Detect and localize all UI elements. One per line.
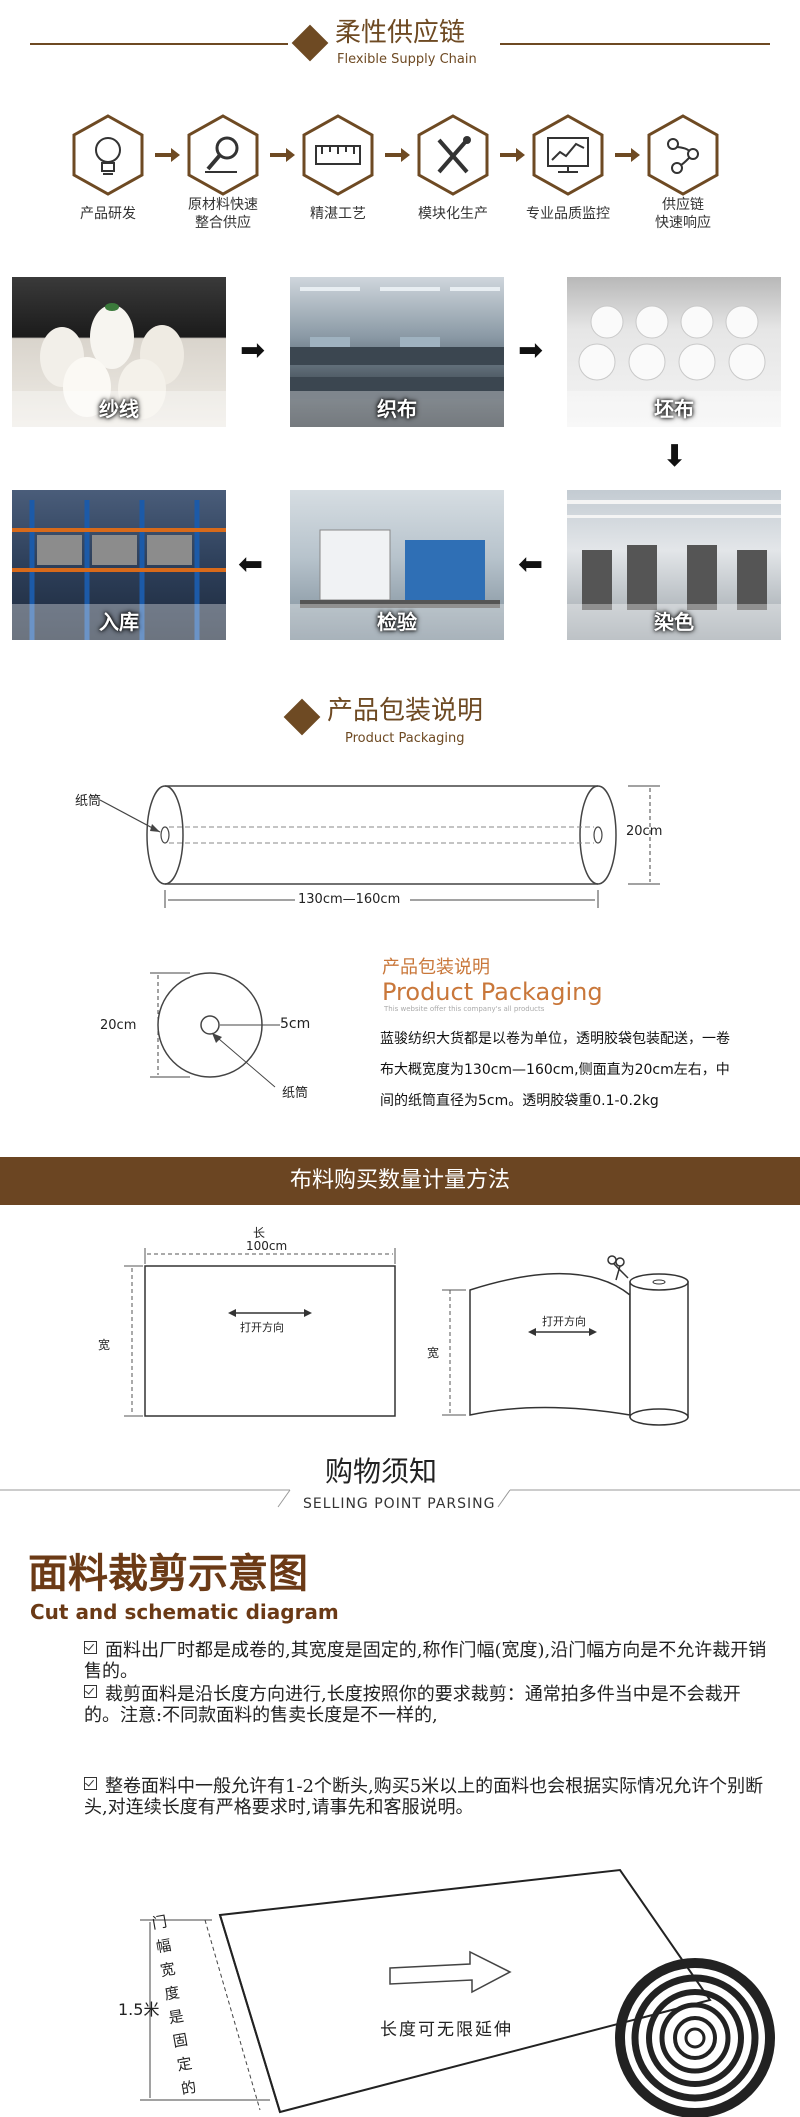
notice-title: 购物须知 (325, 1455, 438, 1488)
tools-icon (417, 114, 489, 196)
cutting-extend-label: 长度可无限延伸 (380, 2020, 513, 2040)
width-label: 宽 (98, 1338, 111, 1352)
cutting-note-text: 整卷面料中一般允许有1-2个断头,购买5米以上的面料也会根据实际情况允许个别断头… (84, 1776, 764, 1818)
side-diameter-label: 20cm (100, 1018, 137, 1033)
open-direction-label-2: 打开方向 (542, 1315, 586, 1328)
network-icon (647, 114, 719, 196)
roll-length-label: 130cm—160cm (298, 892, 401, 907)
arrow-right-icon: ➡ (240, 333, 266, 368)
checkbox-icon (84, 1641, 97, 1654)
notice-divider (0, 1489, 800, 1508)
monitor-chart-icon (532, 114, 604, 196)
step-label-5: 专业品质监控 (526, 206, 610, 222)
packaging-title: 产品包装说明 (327, 696, 484, 726)
checkbox-icon (84, 1685, 97, 1698)
side-tube-label: 纸筒 (282, 1086, 309, 1101)
arrow-left-icon: ⬅ (238, 547, 264, 582)
cutting-note-text: 裁剪面料是沿长度方向进行,长度按照你的要求裁剪：通常拍多件当中是不会裁开的。注意… (84, 1684, 741, 1726)
tube-label: 纸筒 (75, 794, 102, 809)
header-line-left (30, 43, 288, 45)
cutting-subtitle: Cut and schematic diagram (30, 1600, 339, 1624)
length-label: 长 (253, 1226, 266, 1240)
measure-roll-diagram (442, 1255, 689, 1426)
supply-chain-steps (72, 114, 719, 196)
cutting-title: 面料裁剪示意图 (28, 1551, 308, 1597)
photo-caption-inspection: 检验 (377, 610, 417, 634)
packaging-subtitle: Product Packaging (345, 731, 465, 746)
photo-greige: 坯布 (567, 277, 781, 427)
cutting-note-1: 面料出厂时都是成卷的,其宽度是固定的,称作门幅(宽度),沿门幅方向是不允许裁开销… (84, 1640, 774, 1682)
arrow-right-icon: ➡ (518, 333, 544, 368)
cutting-roll-diagram (140, 1868, 775, 2117)
scissors-icon (607, 1255, 629, 1281)
step-label-2: 原材料快速 整合供应 (188, 197, 258, 231)
cutting-note-3: 整卷面料中一般允许有1-2个断头,购买5米以上的面料也会根据实际情况允许个别断头… (84, 1776, 774, 1818)
packaging-info-title: 产品包装说明 (382, 957, 490, 978)
core-diameter-label: 5cm (280, 1016, 311, 1032)
roll-diameter-label: 20cm (626, 824, 663, 839)
open-direction-label: 打开方向 (240, 1321, 284, 1334)
step-label-6: 供应链 快速响应 (655, 197, 711, 231)
checkbox-icon (84, 1777, 97, 1790)
lightbulb-icon (72, 114, 144, 196)
step-label-1: 产品研发 (80, 206, 136, 222)
photo-yarn: 纱线 (12, 277, 226, 427)
packaging-info-title-en: Product Packaging (382, 978, 603, 1006)
ruler-icon (302, 114, 374, 196)
photo-dyeing: 染色 (567, 490, 781, 640)
fabric-roll-diagram (99, 785, 660, 908)
step-label-4: 模块化生产 (418, 206, 488, 222)
arrow-down-icon: ⬇ (662, 439, 688, 474)
header-line-right (500, 43, 770, 45)
photo-inspection: 检验 (290, 490, 504, 640)
length-value: 100cm (246, 1239, 288, 1253)
photo-weaving: 织布 (290, 277, 504, 427)
photo-caption-weaving: 织布 (377, 397, 417, 421)
measure-banner: 布料购买数量计量方法 (0, 1157, 800, 1205)
photo-caption-storage: 入库 (99, 610, 139, 634)
supply-chain-subtitle: Flexible Supply Chain (337, 52, 477, 67)
measure-flat-diagram (124, 1248, 396, 1417)
diamond-icon (283, 698, 321, 736)
photo-caption-dyeing: 染色 (654, 610, 694, 634)
magnifier-icon (187, 114, 259, 196)
cutting-width-value: 1.5米 (118, 2000, 160, 2019)
cutting-note-2: 裁剪面料是沿长度方向进行,长度按照你的要求裁剪：通常拍多件当中是不会裁开的。注意… (84, 1684, 774, 1726)
step-label-3: 精湛工艺 (310, 206, 366, 222)
photo-caption-greige: 坯布 (654, 397, 694, 421)
arrow-left-icon: ⬅ (518, 547, 544, 582)
photo-caption-yarn: 纱线 (99, 397, 139, 421)
width-label-2: 宽 (427, 1346, 440, 1360)
packaging-info-subtitle: This website offer this company's all pr… (384, 1005, 545, 1013)
cutting-note-text: 面料出厂时都是成卷的,其宽度是固定的,称作门幅(宽度),沿门幅方向是不允许裁开销… (84, 1640, 767, 1682)
photo-storage: 入库 (12, 490, 226, 640)
packaging-description: 蓝骏纺织大货都是以卷为单位，透明胶袋包装配送，一卷布大概宽度为130cm—160… (380, 1031, 730, 1109)
supply-chain-title: 柔性供应链 (335, 18, 466, 48)
diamond-icon (291, 24, 329, 62)
roll-side-diagram (150, 972, 280, 1088)
notice-subtitle: SELLING POINT PARSING (303, 1496, 496, 1512)
